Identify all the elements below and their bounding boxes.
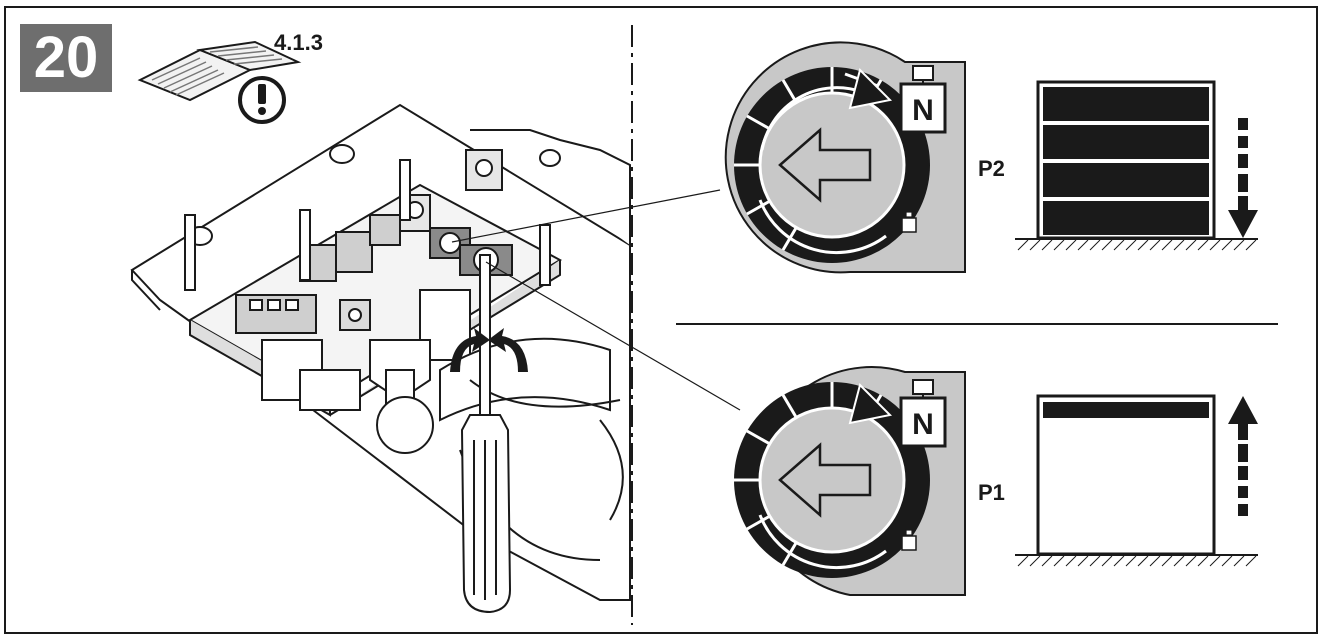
position-label-p2: P2 <box>978 156 1005 181</box>
dial-letter-p1: N <box>912 408 934 441</box>
manual-section-reference: 4.1.3 <box>274 30 323 55</box>
step-number-badge: 20 <box>20 24 112 92</box>
adjustment-dial-p1: N <box>734 366 966 596</box>
manual-book-icon <box>137 40 302 102</box>
dial-letter-p2: N <box>912 94 934 127</box>
arrow-down-icon <box>1228 118 1258 238</box>
position-label-p1: P1 <box>978 480 1005 505</box>
adjustment-dial-p2: N <box>724 41 966 274</box>
leader-lines <box>451 189 741 411</box>
rotate-adjustment-arrows <box>450 328 528 372</box>
garage-door-closed-p2 <box>1015 80 1258 251</box>
warning-exclamation-icon <box>238 76 286 124</box>
garage-door-open-p1 <box>1015 394 1258 567</box>
control-unit-illustration <box>130 103 631 614</box>
arrow-up-icon <box>1228 396 1258 516</box>
